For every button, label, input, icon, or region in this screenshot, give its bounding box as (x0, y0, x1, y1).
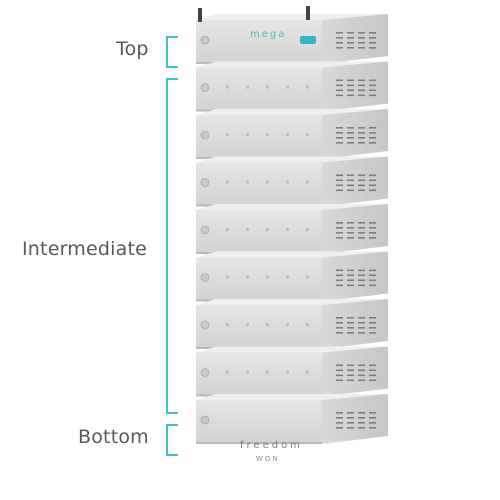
bracket-intermediate (166, 78, 178, 414)
bottom-module-sub: WON (256, 455, 280, 463)
intermediate-module (196, 61, 388, 112)
bracket-top (166, 36, 178, 68)
label-top: Top (116, 38, 149, 60)
top-module (196, 14, 388, 64)
top-module-brand: mega (250, 29, 286, 40)
intermediate-module (196, 109, 388, 159)
intermediate-module (196, 156, 388, 207)
bottom-module (196, 394, 388, 444)
intermediate-module (196, 346, 388, 397)
intermediate-module (196, 299, 388, 349)
intermediate-module (196, 204, 388, 254)
bottom-module-brand: freedom (240, 440, 303, 451)
label-bottom: Bottom (78, 426, 149, 448)
label-intermediate: Intermediate (22, 238, 147, 260)
bracket-bottom (166, 424, 178, 456)
top-module-badge (300, 36, 316, 44)
intermediate-module (196, 251, 388, 302)
